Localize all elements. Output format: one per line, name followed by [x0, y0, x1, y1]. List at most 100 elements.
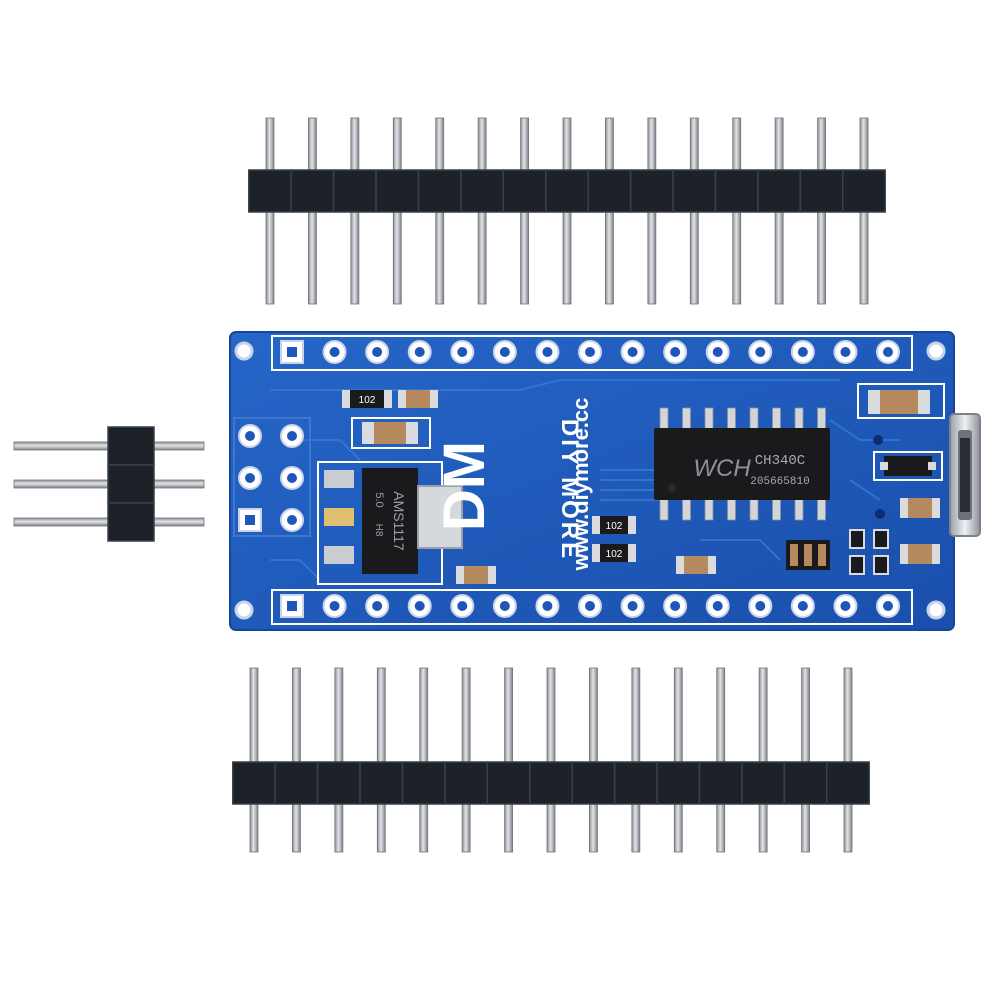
mount-hole	[926, 600, 946, 620]
chip-pin	[794, 497, 804, 521]
header-plastic-block	[107, 426, 155, 466]
bottom-pin-header	[232, 667, 870, 853]
usb-serial-chip: WCH CH340C 205665810	[654, 407, 830, 521]
brand-name: DIY MORE	[556, 419, 583, 561]
top-pin-header	[248, 117, 886, 305]
chip-pin	[749, 497, 759, 521]
header-plastic-block	[826, 761, 870, 805]
smd-parts-right	[849, 498, 940, 575]
header-pin	[843, 667, 853, 853]
header-pin	[631, 667, 641, 853]
header-plastic-block	[460, 169, 505, 213]
chip-model: CH340C	[755, 453, 805, 469]
header-plastic-block	[529, 761, 573, 805]
header-pin	[589, 667, 598, 853]
header-plastic-block	[571, 761, 616, 805]
chip-pin	[704, 407, 714, 431]
resistor-r2: 102	[592, 516, 636, 534]
capacitor-c1	[351, 417, 431, 449]
header-plastic-block	[486, 761, 531, 805]
pcb-traces	[270, 379, 900, 581]
header-pin	[461, 667, 471, 853]
header-pin	[376, 667, 386, 853]
bottom-hole-row	[280, 594, 900, 618]
header-plastic-block	[613, 761, 658, 805]
header-plastic-block	[842, 169, 886, 213]
header-pin	[292, 667, 301, 853]
header-plastic-block	[417, 169, 462, 213]
chip-pin	[794, 407, 804, 431]
chip-code: 205665810	[750, 476, 809, 488]
capacitor-c2	[398, 390, 438, 408]
header-pin	[546, 667, 556, 853]
header-plastic-block	[629, 169, 674, 213]
regulator-voltage: 5.0	[373, 492, 385, 507]
mount-hole	[234, 600, 254, 620]
header-pin	[419, 667, 429, 853]
smd-array	[786, 540, 830, 570]
header-plastic-block	[232, 761, 276, 805]
header-plastic-block	[332, 169, 377, 213]
usb-connector	[949, 413, 981, 537]
capacitor-c5	[676, 556, 716, 574]
mount-hole	[234, 341, 254, 361]
brand-logo: DM	[432, 441, 497, 531]
chip-pin	[727, 407, 736, 431]
top-hole-row	[280, 340, 900, 364]
regulator-model: AMS1117	[391, 491, 407, 551]
chip-pin	[817, 497, 826, 521]
chip-pin	[749, 407, 759, 431]
header-plastic-block	[783, 761, 828, 805]
header-pin	[249, 667, 259, 853]
header-plastic-block	[401, 761, 446, 805]
mount-hole	[926, 341, 946, 361]
silkscreen-bottom-row-frame	[271, 589, 913, 625]
header-plastic-block	[359, 761, 404, 805]
header-pin	[716, 667, 726, 853]
header-pin	[801, 667, 810, 853]
chip-pin	[817, 407, 826, 431]
header-plastic-block	[656, 761, 701, 805]
voltage-regulator: AMS1117 5.0 H8	[317, 461, 463, 585]
nano-board: 102 102	[229, 331, 981, 631]
header-plastic-block	[290, 169, 335, 213]
header-plastic-block	[444, 761, 489, 805]
header-plastic-block	[698, 761, 743, 805]
brand-logo-block: DM DIY MORE www.diymore.cc	[432, 398, 593, 572]
header-plastic-block	[375, 169, 420, 213]
header-plastic-block	[545, 169, 589, 213]
chip-pin	[659, 497, 669, 521]
chip-pin	[704, 497, 714, 521]
header-plastic-block	[502, 169, 547, 213]
capacitor-c4	[456, 566, 496, 584]
header-pin	[673, 667, 683, 853]
header-plastic-block	[741, 761, 786, 805]
chip-maker: WCH	[693, 455, 751, 482]
header-plastic-block	[248, 169, 292, 213]
header-plastic-block	[672, 169, 717, 213]
brand-website: www.diymore.cc	[568, 398, 593, 572]
header-plastic-block	[107, 464, 155, 504]
icsp-holes	[238, 424, 304, 532]
resistor-r1-label: 102	[359, 395, 376, 406]
header-plastic-block	[107, 502, 155, 542]
chip-pin	[772, 407, 781, 431]
resistor-r3: 102	[592, 544, 636, 562]
header-plastic-block	[587, 169, 632, 213]
chip-pin	[682, 407, 691, 431]
resistor-r2-label: 102	[606, 521, 623, 532]
regulator-code: H8	[373, 524, 384, 537]
capacitor-c3	[857, 383, 945, 419]
resistor-r1: 102	[342, 390, 392, 408]
header-pin	[504, 667, 513, 853]
chip-pin	[659, 407, 669, 431]
header-plastic-block	[714, 169, 759, 213]
header-pin	[758, 667, 768, 853]
silkscreen-icsp-frame	[233, 417, 311, 537]
chip-pin	[682, 497, 691, 521]
header-pin	[334, 667, 344, 853]
via	[875, 509, 885, 519]
resistor-r3-label: 102	[606, 549, 623, 560]
via	[873, 435, 883, 445]
